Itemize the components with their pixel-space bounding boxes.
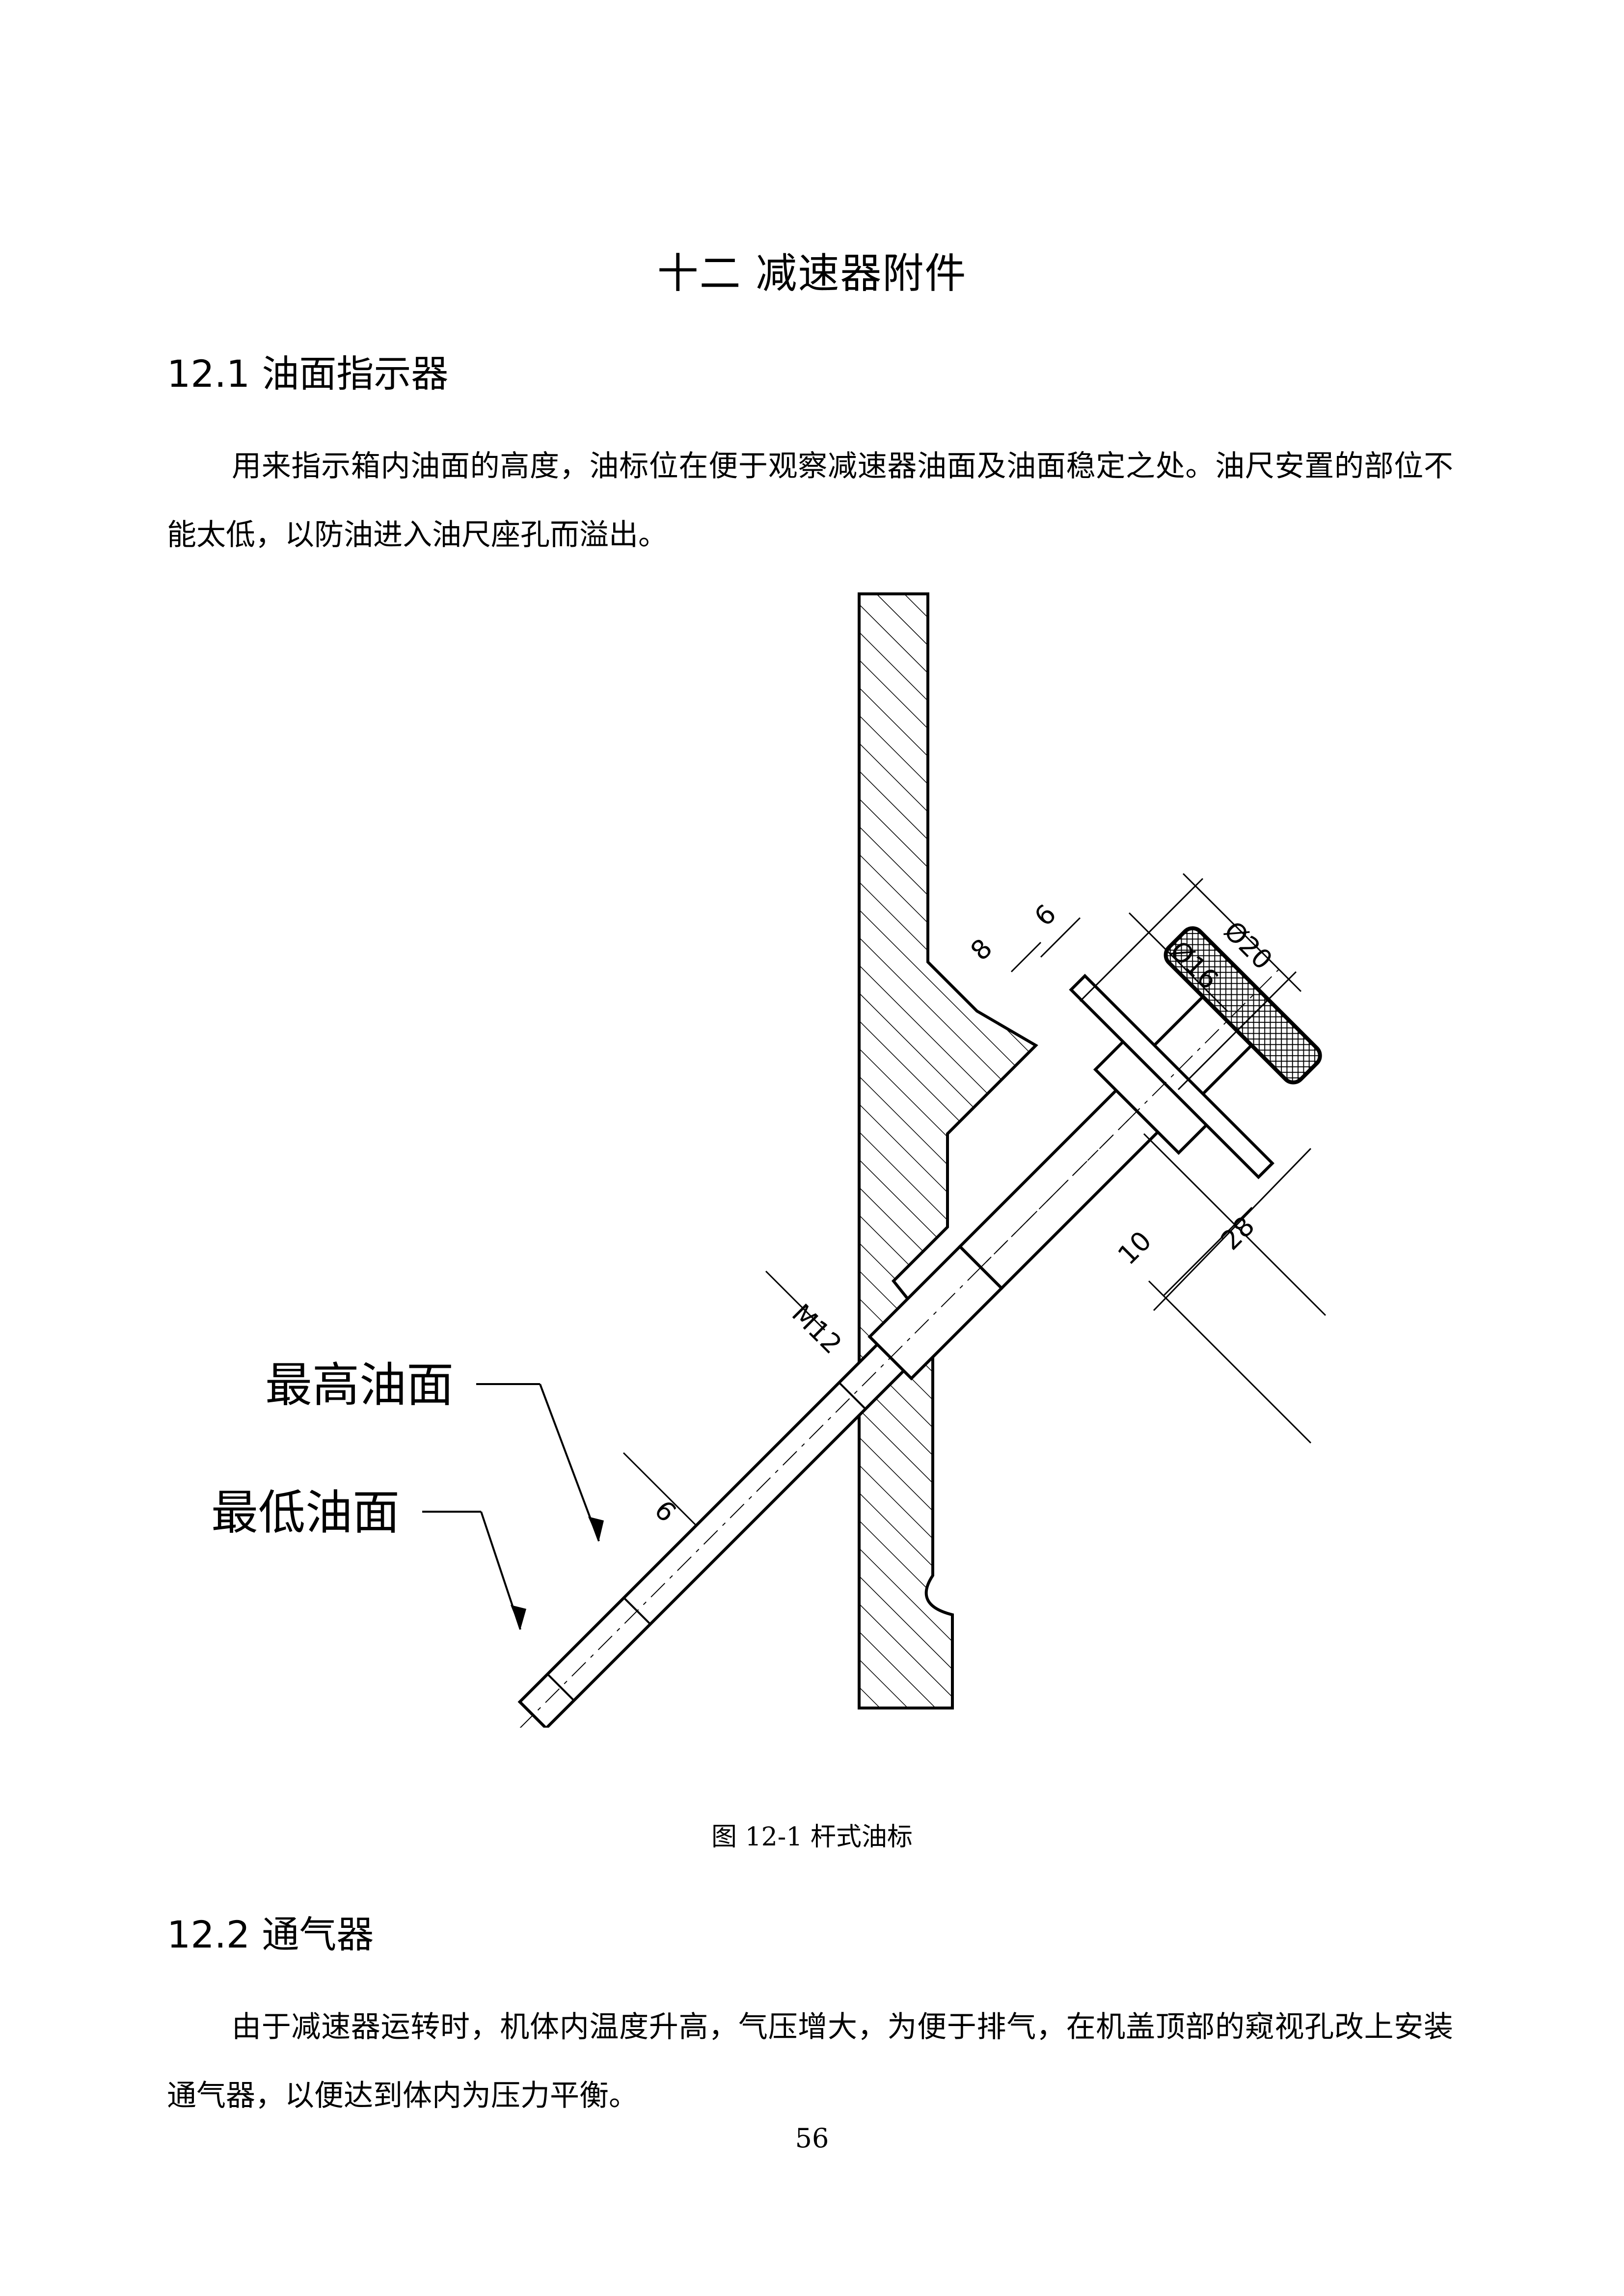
dipstick-drawing: 最高油面 最低油面 Ø20 Ø16 8 6 10 28 M12 6: [211, 592, 1326, 1728]
section-title-breather: 12.2 通气器: [167, 1913, 374, 1956]
figure-dipstick: 最高油面 最低油面 Ø20 Ø16 8 6 10 28 M12 6: [167, 579, 1453, 1728]
dim-m12: M12: [786, 1298, 848, 1360]
dipstick-rod: [517, 926, 1322, 1728]
page-number: 56: [795, 2123, 829, 2154]
figure-caption: 图 12-1 杆式油标: [711, 1822, 913, 1852]
dim-10: 10: [1112, 1225, 1158, 1271]
paragraph-breather: 由于减速器运转时，机体内温度升高，气压增大，为便于排气，在机盖顶部的窥视孔改上安…: [167, 2010, 1453, 2113]
arrowhead-min: [511, 1605, 526, 1629]
dim-6-top: 6: [1029, 898, 1062, 932]
arrowhead-max: [588, 1517, 604, 1541]
dimension-lines: [623, 873, 1326, 1527]
section-title-oil-indicator: 12.1 油面指示器: [167, 352, 449, 396]
label-min-oil: 最低油面: [211, 1485, 400, 1540]
label-max-oil: 最高油面: [265, 1358, 454, 1413]
paragraph-oil-indicator: 用来指示箱内油面的高度，油标位在便于观察减速器油面及油面稳定之处。油尺安置的部位…: [167, 449, 1453, 552]
dim-8: 8: [965, 933, 999, 966]
label-leaders: [422, 1383, 600, 1630]
housing-wall-section: [858, 592, 1038, 1709]
dim-28: 28: [1215, 1210, 1261, 1256]
chapter-title: 十二 减速器附件: [657, 249, 967, 297]
dim-6-rod: 6: [649, 1495, 682, 1528]
